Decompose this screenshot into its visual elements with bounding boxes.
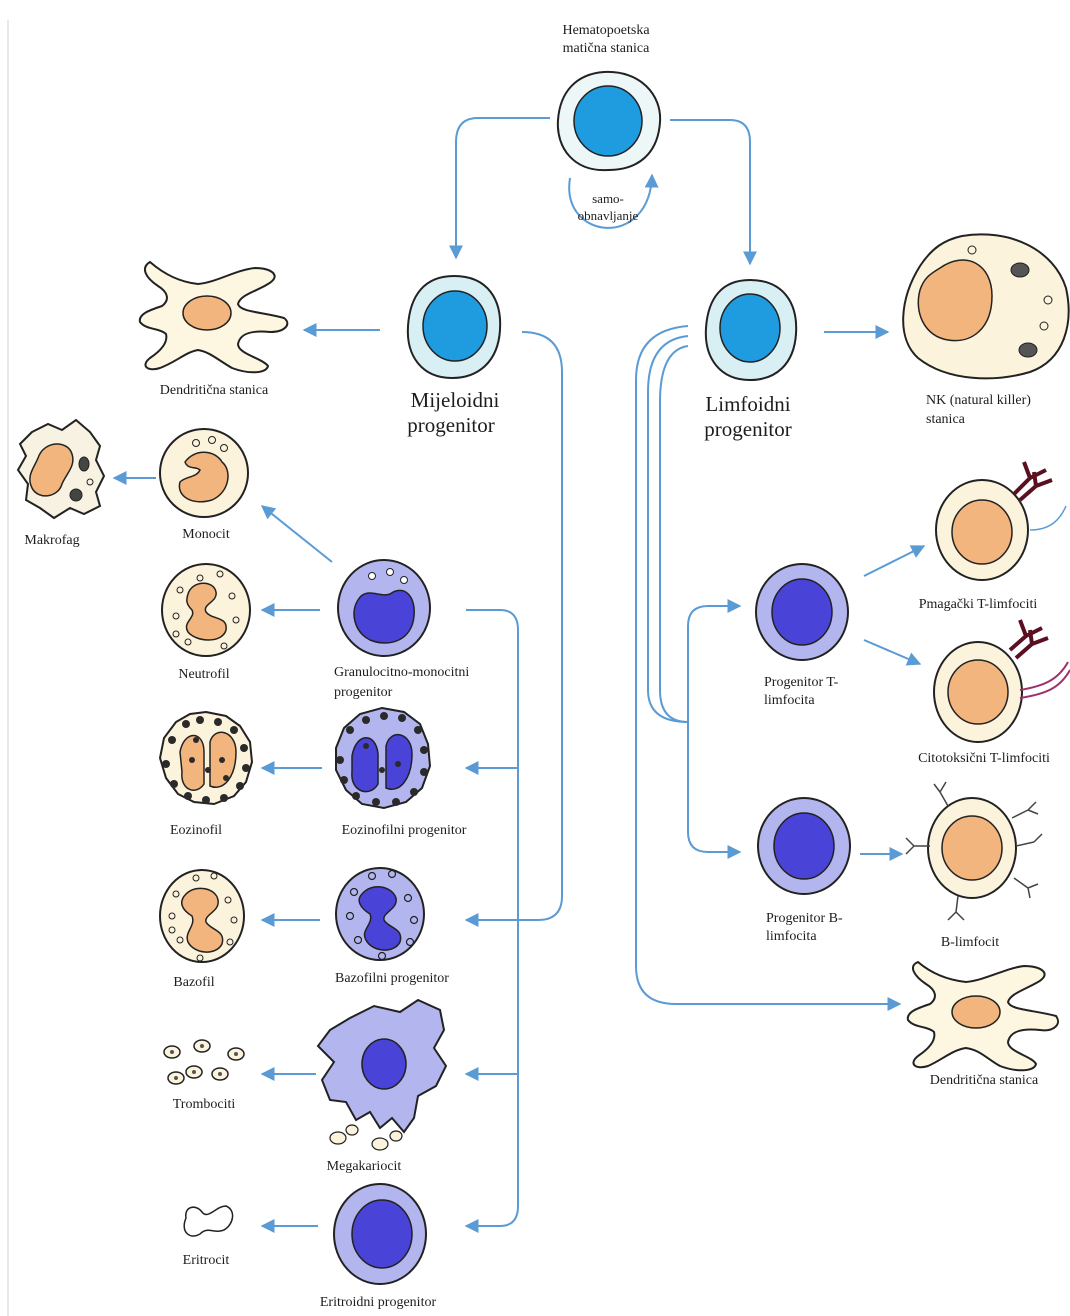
erythroid-progenitor-cell [333,1183,427,1285]
stem-cell-label-2: matična stanica [562,41,650,56]
eosinophil-label: Eozinofil [169,823,223,838]
lymphoid-progenitor-label-1: Limfoidni [705,392,791,416]
monocyte-cell [159,428,249,518]
b-progenitor-label-1: Progenitor B- [766,911,843,926]
lymphoid-progenitor-label-2: progenitor [704,417,792,441]
b-cell-label: B-limfocit [940,935,1000,950]
basophil-progenitor-cell [335,867,425,961]
dendritic-left-label: Dendritična stanica [159,383,269,398]
nk-cell-label-1: NK (natural killer) [926,393,1031,408]
basophil-cell [159,869,245,963]
eosinophil-cell [158,710,254,806]
dendritic-right-label: Dendritična stanica [929,1073,1039,1088]
neutrophil-cell [161,563,251,657]
macrophage-label: Makrofag [24,533,80,548]
helper-t-cell [935,461,1067,581]
helper-t-label: Pmagački T-limfociti [918,597,1038,612]
self-renewal-label-1: samo- [592,191,624,206]
myeloid-progenitor-cell [406,274,502,380]
b-progenitor-cell [757,797,851,895]
eosinophil-progenitor-label: Eozinofilni progenitor [341,823,467,838]
cytotoxic-t-cell [933,619,1070,743]
myeloid-progenitor-label-1: Mijeloidni [410,388,500,412]
lymphoid-progenitor-cell [704,278,798,382]
t-progenitor-cell [755,563,849,661]
stem-cell [556,70,662,172]
megakaryocyte-label: Megakariocit [326,1159,402,1174]
macrophage-cell [16,418,106,520]
stem-cell-label-1: Hematopoetska [562,23,650,38]
erythrocyte-cell [183,1205,234,1237]
stem-to-lymphoid-arrow [670,119,757,266]
lymphoid-arrows [635,325,926,1011]
nk-cell [902,233,1070,380]
cytotoxic-t-label: Citotoksični T-limfociti [918,751,1050,766]
eosinophil-progenitor-cell [335,706,432,810]
dendritic-cell-left [138,260,289,374]
t-progenitor-label-1: Progenitor T- [764,675,839,690]
gm-progenitor-label-1: Granulocitno-monocitni [334,665,470,680]
myeloid-arrows [112,323,563,1233]
megakaryocyte-cell [316,998,448,1151]
basophil-progenitor-label: Bazofilni progenitor [335,971,449,986]
platelets [163,1039,245,1085]
gm-progenitor-cell [337,559,431,657]
t-progenitor-label-2: limfocita [764,693,815,708]
stem-to-myeloid-arrow [449,117,550,260]
b-progenitor-label-2: limfocita [766,929,817,944]
self-renewal-label-2: obnavljanje [577,208,639,223]
neutrophil-label: Neutrofil [178,667,230,682]
platelets-label: Trombociti [172,1097,236,1112]
dendritic-cell-right [906,960,1059,1072]
b-cell [905,781,1043,921]
monocyte-label: Monocit [182,527,230,542]
self-renewal-arrow [568,173,659,229]
erythroid-progenitor-label: Eritroidni progenitor [319,1295,437,1310]
gm-progenitor-label-2: progenitor [334,685,393,700]
erythrocyte-label: Eritrocit [182,1253,230,1268]
myeloid-progenitor-label-2: progenitor [407,413,495,437]
basophil-label: Bazofil [173,975,215,990]
nk-cell-label-2: stanica [926,412,965,427]
